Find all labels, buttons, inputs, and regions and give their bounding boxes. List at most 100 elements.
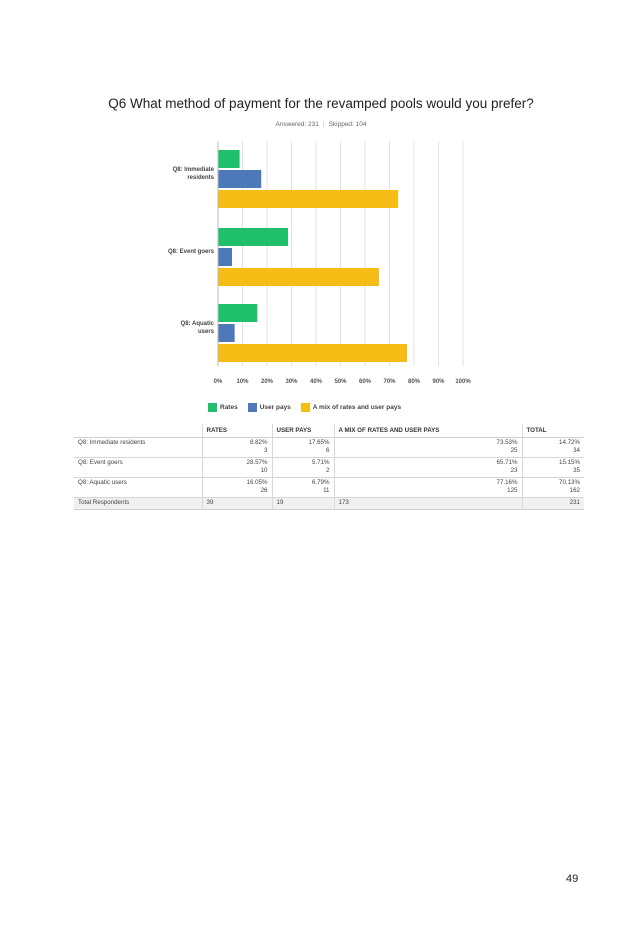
cell-count: 26 <box>260 487 268 494</box>
cell-count: 162 <box>569 487 580 494</box>
page-title: Q6 What method of payment for the revamp… <box>108 96 534 111</box>
cell-user-pays: 5.71%2 <box>271 457 334 478</box>
y-category-label: Q8: Aquatic users <box>181 321 215 335</box>
total-row-label: Total Respondents <box>74 497 202 510</box>
y-category-label-line: residents <box>187 175 214 181</box>
cell-percent: 5.71% <box>311 459 330 466</box>
x-tick-label: 60% <box>359 379 372 385</box>
cell-count: 10 <box>260 467 268 474</box>
cell-percent: 73.53% <box>496 439 518 446</box>
cell-count: 11 <box>323 487 330 494</box>
total-row: Total Respondents 39 19 173 231 <box>74 497 584 510</box>
table-row: Q8: Immediate residents 8.82%3 17.65%6 7… <box>74 437 584 458</box>
cell-count: 23 <box>510 467 518 474</box>
cell-user-pays: 17.65%6 <box>271 437 334 458</box>
results-table: RATES USER PAYS A MIX OF RATES AND USER … <box>74 424 584 510</box>
bar-mix <box>218 268 379 286</box>
table-row: Q8: Aquatic users 16.05%26 6.79%11 77.16… <box>74 477 584 498</box>
cell-count: 3 <box>264 447 268 454</box>
y-category-label-line: Q8: Immediate <box>173 167 215 173</box>
cell-count: 125 <box>507 487 518 494</box>
bar-user-pays <box>218 324 235 342</box>
cell-percent: 28.57% <box>246 459 268 466</box>
page-number: 49 <box>566 873 579 885</box>
total-rates: 39 <box>201 497 272 510</box>
legend-swatch-user-pays <box>247 403 257 412</box>
total-total: 231 <box>521 497 584 510</box>
cell-count: 6 <box>326 447 330 454</box>
cell-rates: 8.82%3 <box>201 437 272 458</box>
y-category-label: Q8: Event goers <box>168 249 215 255</box>
x-tick-label: 0% <box>214 379 223 385</box>
legend-item-user-pays: User pays <box>247 403 291 412</box>
legend-label-user-pays: User pays <box>259 404 291 411</box>
table-header-mix: A MIX OF RATES AND USER PAYS <box>333 424 522 438</box>
legend-item-mix: A mix of rates and user pays <box>300 403 402 412</box>
cell-count: 25 <box>510 447 518 454</box>
cell-mix: 65.71%23 <box>333 457 522 478</box>
legend-label-mix: A mix of rates and user pays <box>312 404 402 411</box>
cell-percent: 77.16% <box>496 479 518 486</box>
cell-count: 2 <box>326 467 330 474</box>
cell-rates: 16.05%26 <box>201 477 272 498</box>
chart-legend: Rates User pays A mix of rates and user … <box>208 403 401 412</box>
total-mix: 173 <box>333 497 522 510</box>
legend-label-rates: Rates <box>220 404 238 411</box>
x-tick-label: 20% <box>261 379 274 385</box>
bar-user-pays <box>218 248 232 266</box>
cell-total: 14.72%34 <box>521 437 584 458</box>
bar-rates <box>218 304 258 322</box>
cell-percent: 17.65% <box>308 439 330 446</box>
cell-percent: 6.79% <box>311 479 330 486</box>
y-category-label-line: Q8: Event goers <box>168 249 215 255</box>
x-tick-label: 100% <box>455 379 471 385</box>
table-header-rates: RATES <box>201 424 272 438</box>
cell-total: 70.13%162 <box>521 477 584 498</box>
bar-chart: 0% 10% 20% 30% 40% 50% 60% 70% 80% 90% 100% Q8: Imm… <box>168 141 471 385</box>
bar-rates <box>218 150 240 168</box>
row-label: Q8: Immediate residents <box>74 437 202 458</box>
cell-percent: 70.13% <box>559 479 580 486</box>
answered-count: Answered: 231 <box>275 121 319 128</box>
cell-percent: 16.05% <box>246 479 268 486</box>
bar-user-pays <box>218 170 262 188</box>
x-tick-label: 70% <box>383 379 396 385</box>
cell-percent: 65.71% <box>496 459 518 466</box>
legend-swatch-rates <box>208 403 217 412</box>
table-header-row: RATES USER PAYS A MIX OF RATES AND USER … <box>74 424 584 438</box>
x-tick-label: 10% <box>236 379 249 385</box>
cell-count: 35 <box>573 467 580 474</box>
x-tick-label: 40% <box>310 379 323 385</box>
y-category-label-line: Q8: Aquatic <box>181 321 215 327</box>
legend-swatch-mix <box>300 403 310 412</box>
cell-total: 15.15%35 <box>521 457 584 478</box>
bar-mix <box>218 190 399 208</box>
row-label: Q8: Aquatic users <box>74 477 202 498</box>
table-header-blank <box>74 424 202 438</box>
table-header-user-pays: USER PAYS <box>271 424 334 438</box>
x-tick-label: 80% <box>408 379 421 385</box>
total-user-pays: 19 <box>271 497 334 510</box>
y-category-label-line: users <box>198 329 215 335</box>
response-meta: Answered: 231|Skipped: 104 <box>0 121 642 128</box>
row-label: Q8: Event goers <box>74 457 202 478</box>
meta-separator: | <box>322 121 325 128</box>
table-header-total: TOTAL <box>521 424 584 438</box>
legend-item-rates: Rates <box>208 403 238 412</box>
cell-rates: 28.57%10 <box>201 457 272 478</box>
cell-percent: 8.82% <box>249 439 268 446</box>
y-category-label: Q8: Immediate residents <box>173 167 215 181</box>
cell-percent: 14.72% <box>559 439 580 446</box>
skipped-count: Skipped: 104 <box>328 121 367 128</box>
x-tick-label: 90% <box>432 379 445 385</box>
table-row: Q8: Event goers 28.57%10 5.71%2 65.71%23… <box>74 457 584 478</box>
cell-count: 34 <box>573 447 580 454</box>
bar-rates <box>218 228 288 246</box>
cell-mix: 73.53%25 <box>333 437 522 458</box>
cell-mix: 77.16%125 <box>333 477 522 498</box>
x-tick-label: 30% <box>285 379 298 385</box>
cell-user-pays: 6.79%11 <box>271 477 334 498</box>
cell-percent: 15.15% <box>559 459 580 466</box>
bar-mix <box>218 344 408 362</box>
x-tick-label: 50% <box>334 379 347 385</box>
